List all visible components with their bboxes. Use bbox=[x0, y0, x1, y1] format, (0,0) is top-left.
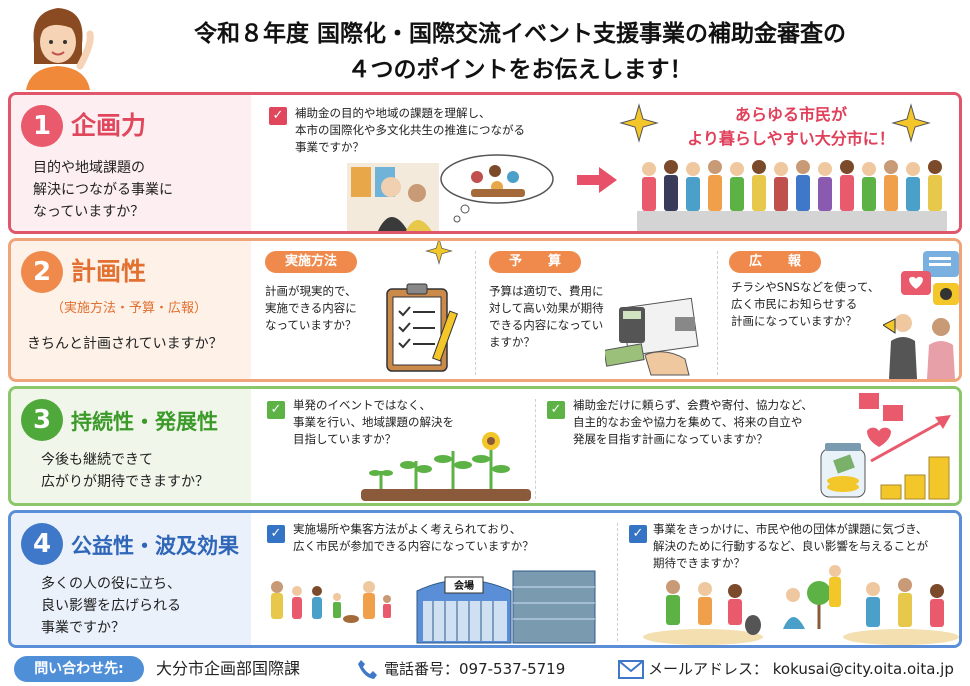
column-divider bbox=[617, 523, 618, 641]
section-feasibility-detail: 実施方法 計画が現実的で、 実施できる内容に なっていますか？ 予 算 予算は適… bbox=[251, 241, 959, 379]
section-title: 計画性 bbox=[71, 257, 147, 286]
megaphone-promotion-icon bbox=[883, 251, 959, 379]
title-line2: ４つのポイントをお伝えします！ bbox=[347, 57, 693, 83]
section-title: 公益性・波及効果 bbox=[71, 534, 239, 558]
point-text: 補助金の目的や地域の課題を理解し、 本市の国際化や多文化共生の推進につながる 事… bbox=[295, 106, 525, 154]
mail-icon bbox=[618, 660, 644, 679]
page-title: 令和８年度 国際化・国際交流イベント支援事業の補助金審査の ４つのポイントをお伝… bbox=[130, 16, 910, 88]
title-line1: 令和８年度 国際化・国際交流イベント支援事業の補助金審査の bbox=[193, 21, 846, 47]
discussion-illustration-icon bbox=[347, 154, 554, 231]
calculator-money-icon bbox=[605, 297, 699, 376]
department-name: 大分市企画部国際課 bbox=[156, 659, 301, 678]
section-public-benefit-summary: 4 公益性・波及効果 多くの人の役に立ち、 良い影響を広げられる 事業ですか？ bbox=[11, 513, 251, 645]
savings-growth-icon bbox=[820, 393, 951, 500]
section-subtitle: （実施方法・予算・広報） bbox=[51, 301, 208, 316]
section-description: 今後も継続できて 広がりが期待できますか？ bbox=[41, 452, 209, 490]
section-description: きちんと計画されていますか？ bbox=[27, 336, 223, 352]
budget-text: 予算は適切で、費用に 対して高い効果が期待 できる内容になってい ますか？ bbox=[489, 284, 604, 349]
venue-visitors-icon: 会場 bbox=[271, 570, 596, 644]
method-text: 計画が現実的で、 実施できる内容に なっていますか？ bbox=[265, 284, 357, 332]
point-text: 単発のイベントではなく、 事業を行い、地域課題の解決を 目指していますか？ bbox=[293, 398, 454, 446]
method-label: 実施方法 bbox=[265, 251, 357, 273]
check-icon: ✓ bbox=[267, 525, 285, 543]
section-sustainability: 3 持続性・発展性 今後も継続できて 広がりが期待できますか？ ✓ 単発のイベン… bbox=[8, 386, 962, 506]
point-text: 事業をきっかけに、市民や他の団体が課題に気づき、 解決のために行動するなど、良い… bbox=[653, 522, 929, 570]
section-public-benefit-detail: ✓ 実施場所や集客方法がよく考えられており、 広く市民が参加できる内容になってい… bbox=[251, 513, 959, 645]
arrow-right-icon bbox=[577, 167, 617, 193]
contact-label: 問い合わせ先: bbox=[14, 656, 144, 682]
section-number: 3 bbox=[21, 399, 63, 441]
section-sustainability-detail: ✓ 単発のイベントではなく、 事業を行い、地域課題の解決を 目指していますか？ … bbox=[251, 389, 959, 503]
budget-label: 予 算 bbox=[489, 251, 581, 273]
header: 令和８年度 国際化・国際交流イベント支援事業の補助金審査の ４つのポイントをお伝… bbox=[0, 0, 970, 90]
publicity-label: 広 報 bbox=[729, 251, 821, 273]
clipboard-checklist-icon bbox=[386, 283, 458, 372]
publicity-text: チラシやSNSなどを使って、 広く市民にお知らせする 計画になっていますか？ bbox=[731, 280, 880, 328]
goal-message: あらゆる市民が より暮らしやすい大分市に！ bbox=[687, 105, 895, 148]
section-feasibility: 2 計画性 （実施方法・予算・広報） きちんと計画されていますか？ 実施方法 計… bbox=[8, 238, 962, 382]
point-text: 補助金だけに頼らず、会費や寄付、協力など、 自主的なお金や協力を集めて、将来の自… bbox=[573, 398, 813, 446]
section-description: 目的や地域課題の 解決につながる事業に なっていますか？ bbox=[33, 160, 173, 220]
section-number: 1 bbox=[21, 105, 63, 147]
footer-contact: 問い合わせ先: 大分市企画部国際課 電話番号：097-537-5719 メールア… bbox=[0, 652, 970, 686]
column-divider bbox=[535, 399, 536, 499]
column-divider bbox=[717, 251, 718, 375]
section-public-benefit: 4 公益性・波及効果 多くの人の役に立ち、 良い影響を広げられる 事業ですか？ … bbox=[8, 510, 962, 648]
section-planning-summary: 1 企画力 目的や地域課題の 解決につながる事業に なっていますか？ bbox=[11, 95, 251, 231]
section-title: 企画力 bbox=[71, 111, 147, 140]
check-icon: ✓ bbox=[267, 401, 285, 419]
point-text: 実施場所や集客方法がよく考えられており、 広く市民が参加できる内容になっています… bbox=[293, 522, 534, 553]
section-number: 2 bbox=[21, 251, 63, 293]
section-feasibility-summary: 2 計画性 （実施方法・予算・広報） きちんと計画されていますか？ bbox=[11, 241, 251, 379]
phone-icon bbox=[358, 660, 377, 679]
section-planning: 1 企画力 目的や地域課題の 解決につながる事業に なっていますか？ ✓ 補助金… bbox=[8, 92, 962, 234]
sparkle-icon bbox=[891, 103, 931, 143]
section-sustainability-summary: 3 持続性・発展性 今後も継続できて 広がりが期待できますか？ bbox=[11, 389, 251, 503]
check-icon: ✓ bbox=[269, 107, 287, 125]
check-icon: ✓ bbox=[629, 525, 647, 543]
section-description: 多くの人の役に立ち、 良い影響を広げられる 事業ですか？ bbox=[41, 576, 181, 636]
venue-sign: 会場 bbox=[454, 579, 474, 592]
email-address[interactable]: メールアドレス： kokusai@city.oita.oita.jp bbox=[648, 660, 954, 678]
sparkle-icon bbox=[619, 103, 659, 143]
column-divider bbox=[475, 251, 476, 375]
phone-number[interactable]: 電話番号：097-537-5719 bbox=[384, 660, 566, 678]
check-icon: ✓ bbox=[547, 401, 565, 419]
crowd-of-citizens-icon bbox=[637, 160, 947, 231]
section-number: 4 bbox=[21, 523, 63, 565]
section-planning-detail: ✓ 補助金の目的や地域の課題を理解し、 本市の国際化や多文化共生の推進につながる… bbox=[251, 95, 959, 231]
community-cleanup-icon bbox=[643, 565, 959, 645]
growing-sprouts-icon bbox=[361, 432, 531, 501]
woman-avatar-icon bbox=[26, 8, 94, 90]
section-title: 持続性・発展性 bbox=[71, 410, 218, 434]
sparkle-icon bbox=[425, 241, 453, 265]
